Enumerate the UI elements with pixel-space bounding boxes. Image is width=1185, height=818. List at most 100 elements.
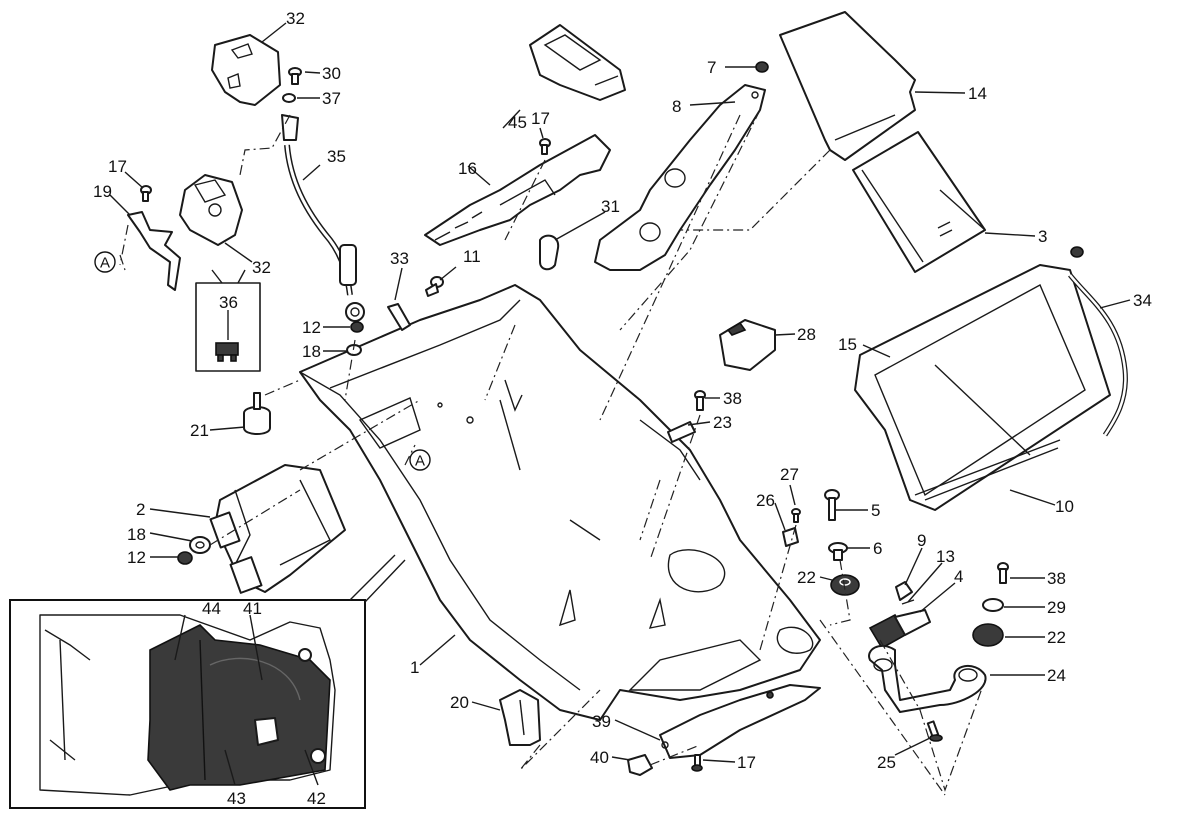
clamp-part-23 [667,421,696,443]
callout-6: 6 [873,539,882,558]
callout-12-upper: 12 [302,318,321,337]
reference-mark-a-center: A [409,449,431,471]
callout-8: 8 [672,97,681,116]
callout-40: 40 [590,748,609,767]
callout-32-top: 32 [286,9,305,28]
callout-12-lower: 12 [127,548,146,567]
callout-24: 24 [1047,666,1066,685]
screw-part-38-center [694,390,706,411]
screw-part-11 [425,276,444,297]
callout-21: 21 [190,421,209,440]
callout-4: 4 [954,567,963,586]
inset-detail-view [9,554,406,809]
leader-lines [109,22,1131,786]
callout-13: 13 [936,547,955,566]
reference-mark-label: A [415,453,425,470]
screw-part-17-left [140,185,152,202]
callout-15: 15 [838,335,857,354]
callout-37: 37 [322,89,341,108]
screw-part-7 [755,61,769,73]
clip-part-26 [782,527,799,547]
support-part-16 [424,134,611,246]
callout-5: 5 [871,501,880,520]
callout-7: 7 [707,58,716,77]
callout-14: 14 [968,84,987,103]
callout-27: 27 [780,465,799,484]
callout-35: 35 [327,147,346,166]
battery-strap-part-10 [914,439,1061,501]
cover-part-39 [659,684,821,759]
callout-23: 23 [713,413,732,432]
callout-33: 33 [390,249,409,268]
cover-part-28 [719,319,776,371]
callout-29: 29 [1047,598,1066,617]
callout-19: 19 [93,182,112,201]
washer-part-18-lower [189,536,211,554]
screw-part-30 [288,67,302,85]
callout-22-right: 22 [1047,628,1066,647]
rubber-mount-part-22-left [830,574,860,596]
reference-mark-label: A [100,255,110,272]
callout-32-relay: 32 [252,258,271,277]
callout-34: 34 [1133,291,1152,310]
callout-2: 2 [136,500,145,519]
callout-39: 39 [592,712,611,731]
callout-25: 25 [877,753,896,772]
grommet-part-31 [539,234,560,271]
callout-22-left: 22 [797,568,816,587]
lock-part-4 [868,609,931,650]
callout-45: 45 [508,113,527,132]
callout-10: 10 [1055,497,1074,516]
relay-cover-part-32-top [211,34,281,106]
callout-41: 41 [243,599,262,618]
connector-part-20 [499,689,541,746]
nut-part-12-lower [177,551,193,565]
screw-part-17-center [539,138,551,155]
control-unit-part-3 [852,131,986,273]
nut-part-12-upper [350,321,364,333]
reference-mark-a-left: A [94,251,126,273]
cover-part-14 [779,11,916,161]
callout-38-center: 38 [723,389,742,408]
washer-part-37 [282,93,296,103]
callout-11: 11 [463,247,481,266]
washer-part-29 [982,598,1004,612]
callout-44: 44 [202,599,221,618]
callout-1: 1 [410,658,419,677]
callout-43: 43 [227,789,246,808]
subframe-part-1 [299,284,821,721]
callout-20: 20 [450,693,469,712]
cover-part-45 [529,24,626,101]
screw-part-5 [824,489,840,521]
bracket-part-24 [868,644,987,713]
screw-part-17-bottom [691,754,703,772]
screw-part-27 [791,508,801,523]
callout-18-lower: 18 [127,525,146,544]
assembly-lines [119,109,986,796]
screw-part-38-right [997,562,1009,584]
callout-31: 31 [601,197,620,216]
battery-cable-part-34 [1068,246,1128,437]
callout-42: 42 [307,789,326,808]
rubber-mount-part-22-right [972,623,1004,647]
callout-26: 26 [756,491,775,510]
callout-38-right: 38 [1047,569,1066,588]
callout-28: 28 [797,325,816,344]
cap-part-9 [895,581,913,601]
spacer-part-6 [828,542,848,561]
callout-9: 9 [917,531,926,550]
bracket-part-8 [594,84,766,271]
callout-labels: 32 30 37 35 17 19 32 36 12 18 33 11 21 2… [93,9,1152,808]
battery-tray-part-15 [854,264,1111,511]
callout-17-left: 17 [108,157,127,176]
bracket-part-19 [127,211,181,291]
control-module-part-2 [209,464,346,594]
callout-18-upper: 18 [302,342,321,361]
battery-cable-part-35 [281,114,365,322]
callout-17-bottom: 17 [737,753,756,772]
callout-30: 30 [322,64,341,83]
clip-part-40 [627,754,653,776]
callout-36: 36 [219,293,238,312]
screw-part-25 [926,720,943,742]
